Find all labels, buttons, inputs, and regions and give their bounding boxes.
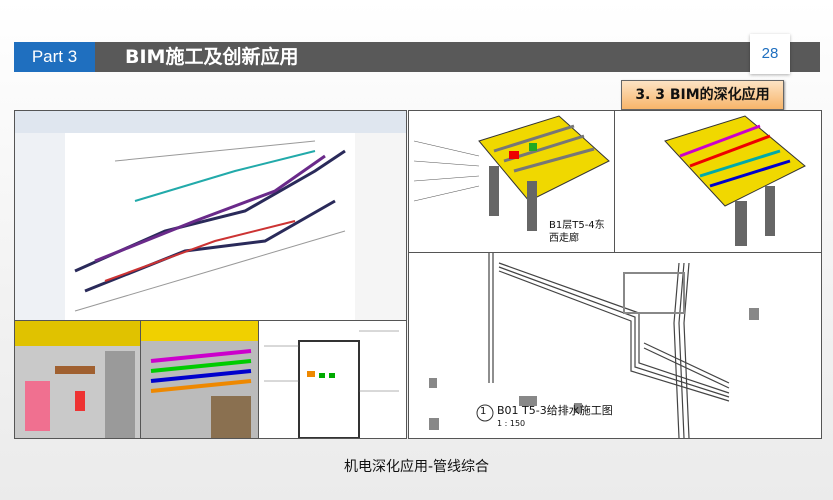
header-bar: [14, 42, 820, 72]
mep-3d-section-2: [140, 320, 260, 439]
mep-3d-section-1: [14, 320, 142, 439]
plan-title: B01 T5-3给排水施工图: [497, 404, 613, 417]
revit-screenshot: [14, 110, 407, 322]
plan-number: 1: [480, 406, 487, 417]
corridor-label: B1层T5-4东西走廊: [549, 219, 613, 245]
mep-section-drawing: [258, 320, 407, 439]
slide-title: BIM施工及创新应用: [125, 46, 299, 68]
corridor-3d-view-1: B1层T5-4东西走廊: [408, 110, 616, 254]
slide-caption: 机电深化应用-管线综合: [343, 459, 490, 475]
page-number: 28: [750, 34, 790, 74]
section-title: 3. 3 BIM的深化应用: [621, 80, 784, 110]
part-label: Part 3: [14, 42, 95, 72]
corridor-3d-view-2: [614, 110, 822, 254]
plan-scale: 1 : 150: [497, 419, 526, 428]
drainage-plan-drawing: 1 B01 T5-3给排水施工图 1 : 150: [408, 252, 822, 439]
